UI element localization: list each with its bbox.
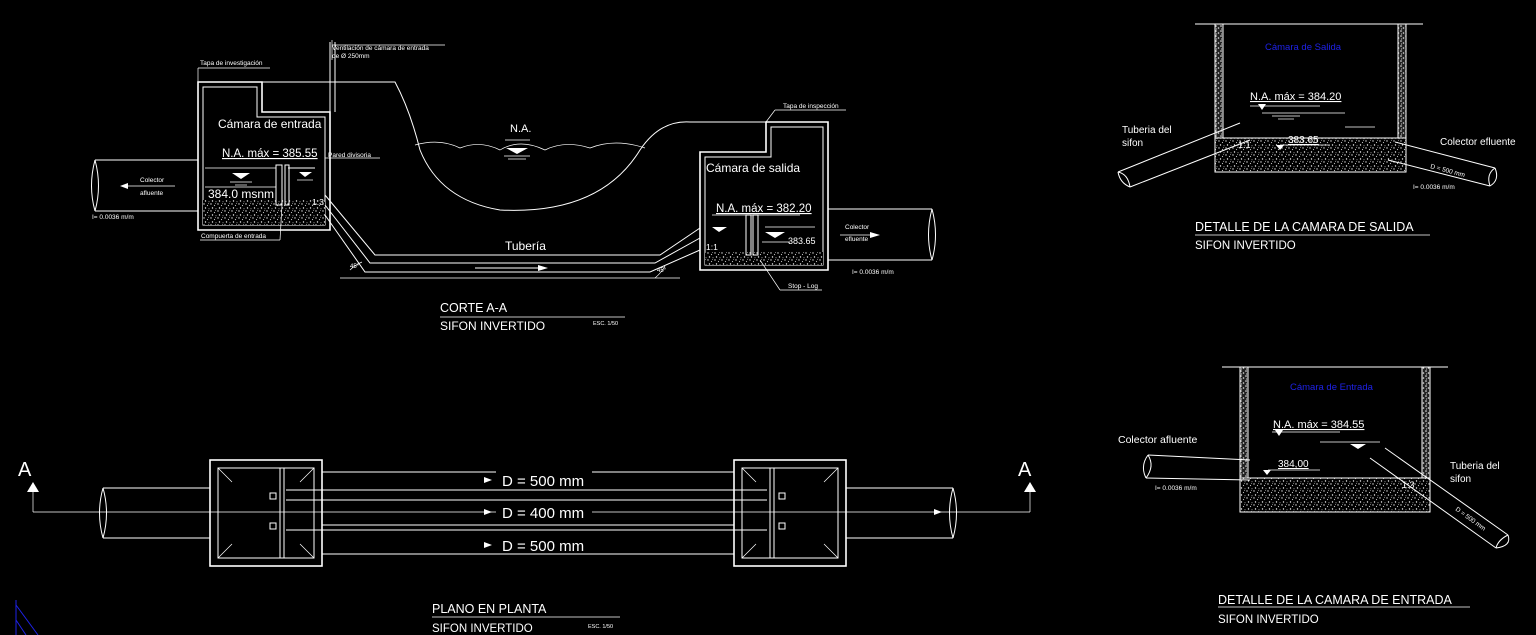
entrada-ratio-13: 1:3 <box>1402 480 1415 490</box>
camara-salida-title: Cámara de Salida <box>1265 42 1342 53</box>
corte-subtitle: SIFON INVERTIDO <box>440 319 545 333</box>
colector-efluente-label: Colector <box>845 224 870 231</box>
stoplog-label: Stop - Log <box>788 283 818 290</box>
entrada-elev-38400: 384,00 <box>1278 459 1309 470</box>
ratio-11-label: 1:1 <box>706 242 718 252</box>
slope-right-label: I= 0.0036 m/m <box>852 269 894 276</box>
na-entrada-label: N.A. máx = 385.55 <box>222 148 318 160</box>
salida-ratio-11: 1:1 <box>1238 140 1251 150</box>
angle-right-label: 45° <box>657 268 667 274</box>
salida-elev-38365: 383.65 <box>1288 135 1319 146</box>
colector-afluente-label-2: afluente <box>140 190 164 197</box>
salida-title: DETALLE DE LA CAMARA DE SALIDA <box>1195 220 1414 234</box>
camara-entrada-label: Cámara de entrada <box>218 117 322 131</box>
plano-title: PLANO EN PLANTA <box>432 602 547 616</box>
camara-entrada-title: Cámara de Entrada <box>1290 382 1374 393</box>
salida-pipe-diameter: D = 500 mm <box>1429 163 1465 179</box>
plano-subtitle: SIFON INVERTIDO <box>432 623 533 635</box>
entrada-na-label: N.A. máx = 384.55 <box>1273 419 1364 431</box>
pipe-d500-bottom: D = 500 mm <box>502 538 584 555</box>
exit-chamber <box>699 121 829 271</box>
na-label: N.A. <box>510 123 531 135</box>
entrada-tuberia-label: Tuberia del <box>1450 461 1500 472</box>
camara-salida-label: Cámara de salida <box>706 161 800 175</box>
corte-title: CORTE A-A <box>440 301 508 315</box>
detalle-salida <box>1117 23 1498 188</box>
salida-tuberia-label-2: sifon <box>1122 138 1143 149</box>
section-a-left: A <box>18 459 32 481</box>
corte-section <box>91 40 936 318</box>
salida-slope-label: I= 0.0036 m/m <box>1413 184 1455 191</box>
pipe-d500-top: D = 500 mm <box>502 473 584 490</box>
pipe-d400: D = 400 mm <box>502 505 584 522</box>
angle-left-label: 45° <box>350 264 360 270</box>
tuberia-label: Tubería <box>505 239 546 253</box>
plano-scale: ESC. 1/50 <box>588 624 613 630</box>
tapa-investigacion-label: Tapa de investigación <box>200 60 263 67</box>
entrada-slope-label: I= 0.0036 m/m <box>1155 485 1197 492</box>
vent-label-2: de Ø 250mm <box>332 53 370 60</box>
salida-colector-label: Colector efluente <box>1440 137 1516 148</box>
colector-afluente-label: Colector <box>140 177 165 184</box>
salida-na-label: N.A. máx = 384.20 <box>1250 91 1341 103</box>
ratio-13-label: 1:3 <box>312 197 324 207</box>
entrada-subtitle: SIFON INVERTIDO <box>1218 614 1319 626</box>
exit-gravel <box>705 252 823 265</box>
elev-38365-label: 383.65 <box>788 236 816 246</box>
tapa-inspeccion-label: Tapa de inspección <box>783 103 839 110</box>
msnm-label: 384.0 msnm <box>208 187 274 201</box>
entrance-gravel <box>203 200 325 225</box>
slope-left-label: I= 0.0036 m/m <box>92 214 134 221</box>
detalle-entrada <box>1142 366 1510 549</box>
salida-subtitle: SIFON INVERTIDO <box>1195 240 1296 252</box>
entrada-tuberia-label-2: sifon <box>1450 474 1471 485</box>
entrada-colector-label: Colector afluente <box>1118 434 1198 446</box>
vent-label: Ventilación de cámara de entrada <box>332 45 429 52</box>
salida-tuberia-label: Tuberia del <box>1122 125 1172 136</box>
entrada-title: DETALLE DE LA CAMARA DE ENTRADA <box>1218 593 1453 607</box>
colector-efluente-label-2: efluente <box>845 236 869 243</box>
entrada-pipe-diameter: D = 500 mm <box>1454 506 1487 533</box>
na-salida-label: N.A. máx = 382.20 <box>716 203 812 215</box>
corte-scale: ESC. 1/50 <box>593 321 618 327</box>
section-a-right: A <box>1018 459 1032 481</box>
compuerta-label: Compuerta de entrada <box>201 233 266 240</box>
pared-label: Pared divisoria <box>328 152 371 159</box>
